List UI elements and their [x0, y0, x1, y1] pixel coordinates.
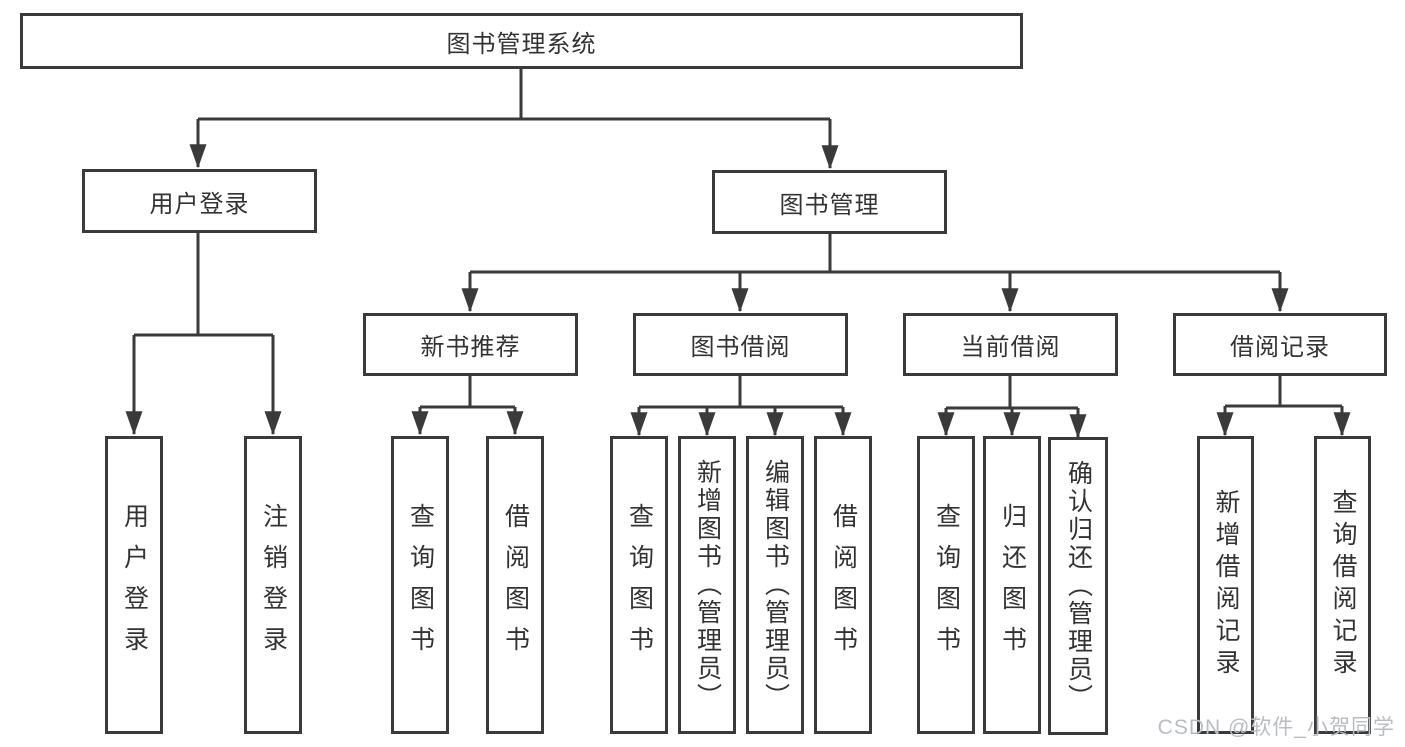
leaf-return-book: 归还图书	[983, 436, 1041, 734]
leaf-add-borrow-record: 新增借阅记录	[1197, 436, 1254, 734]
node-root-label: 图书管理系统	[446, 30, 597, 58]
leaf-user-login: 用户登录	[105, 436, 163, 734]
leaf-confirm-return-admin-label: 确认归还（管理员）	[1064, 460, 1093, 712]
leaf-add-borrow-record-label: 新增借阅记录	[1212, 489, 1240, 681]
node-user-login: 用户登录	[82, 169, 317, 233]
node-new-book-recommend: 新书推荐	[363, 313, 578, 376]
leaf-return-book-label: 归还图书	[998, 503, 1027, 667]
leaf-borrow-books-1-label: 借阅图书	[501, 503, 530, 667]
leaf-query-books-2-label: 查询图书	[625, 503, 654, 667]
node-book-management-label: 图书管理	[779, 191, 880, 219]
csdn-watermark: CSDN @软件_小贺同学	[1157, 716, 1395, 739]
leaf-confirm-return-admin: 确认归还（管理员）	[1048, 437, 1108, 735]
leaf-edit-book-admin-label: 编辑图书（管理员）	[761, 459, 790, 711]
node-new-book-recommend-label: 新书推荐	[420, 334, 521, 361]
node-root: 图书管理系统	[20, 13, 1023, 69]
leaf-borrow-books-1: 借阅图书	[486, 436, 544, 734]
leaf-user-login-label: 用户登录	[120, 503, 149, 667]
node-current-borrow: 当前借阅	[903, 313, 1118, 376]
node-borrow-records: 借阅记录	[1173, 313, 1387, 376]
node-current-borrow-label: 当前借阅	[960, 334, 1061, 361]
leaf-query-borrow-record: 查询借阅记录	[1314, 436, 1371, 734]
leaf-edit-book-admin: 编辑图书（管理员）	[746, 436, 804, 734]
leaf-query-books-1-label: 查询图书	[406, 503, 435, 667]
node-user-login-label: 用户登录	[149, 190, 250, 218]
leaf-logout: 注销登录	[244, 436, 302, 734]
leaf-borrow-books-2-label: 借阅图书	[829, 503, 858, 667]
leaf-query-books-1: 查询图书	[391, 436, 449, 734]
leaf-query-books-3-label: 查询图书	[932, 503, 961, 667]
node-borrow-records-label: 借阅记录	[1230, 334, 1330, 361]
leaf-borrow-books-2: 借阅图书	[814, 436, 872, 734]
node-book-borrow: 图书借阅	[633, 313, 848, 376]
leaf-query-books-2: 查询图书	[610, 436, 668, 734]
node-book-borrow-label: 图书借阅	[690, 334, 791, 361]
leaf-query-books-3: 查询图书	[917, 436, 975, 734]
leaf-add-book-admin-label: 新增图书（管理员）	[693, 459, 722, 711]
leaf-query-borrow-record-label: 查询借阅记录	[1329, 489, 1357, 681]
leaf-add-book-admin: 新增图书（管理员）	[678, 436, 736, 734]
node-book-management: 图书管理	[712, 170, 947, 234]
leaf-logout-label: 注销登录	[259, 503, 288, 667]
